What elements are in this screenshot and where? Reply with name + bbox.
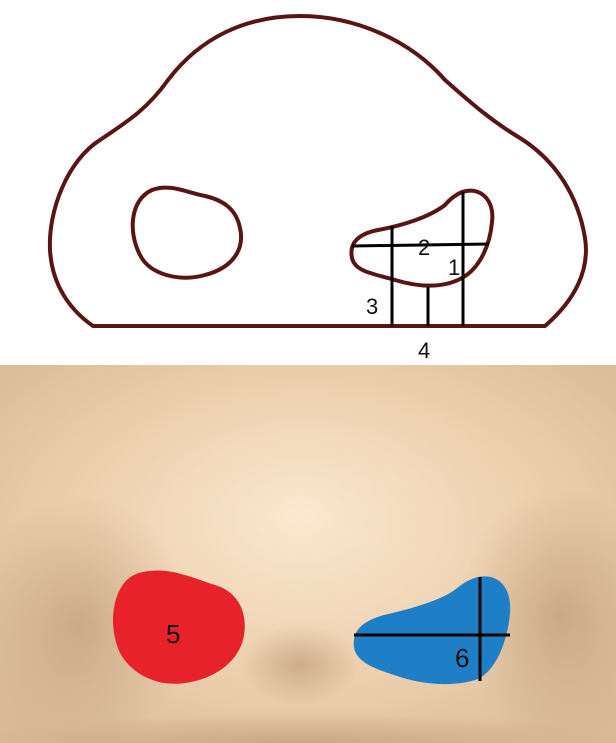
columella-shadow (240, 625, 360, 705)
label-3: 3 (366, 294, 378, 319)
nose-photo: 5 6 (0, 365, 616, 743)
nose-outline (50, 16, 586, 326)
label-6: 6 (455, 643, 469, 673)
label-1: 1 (448, 255, 460, 280)
left-nostril-outline (133, 188, 241, 278)
nose-base-schematic: 1 2 3 4 (0, 0, 616, 365)
label-2: 2 (418, 235, 430, 260)
label-4: 4 (418, 338, 430, 363)
label-5: 5 (166, 619, 180, 649)
